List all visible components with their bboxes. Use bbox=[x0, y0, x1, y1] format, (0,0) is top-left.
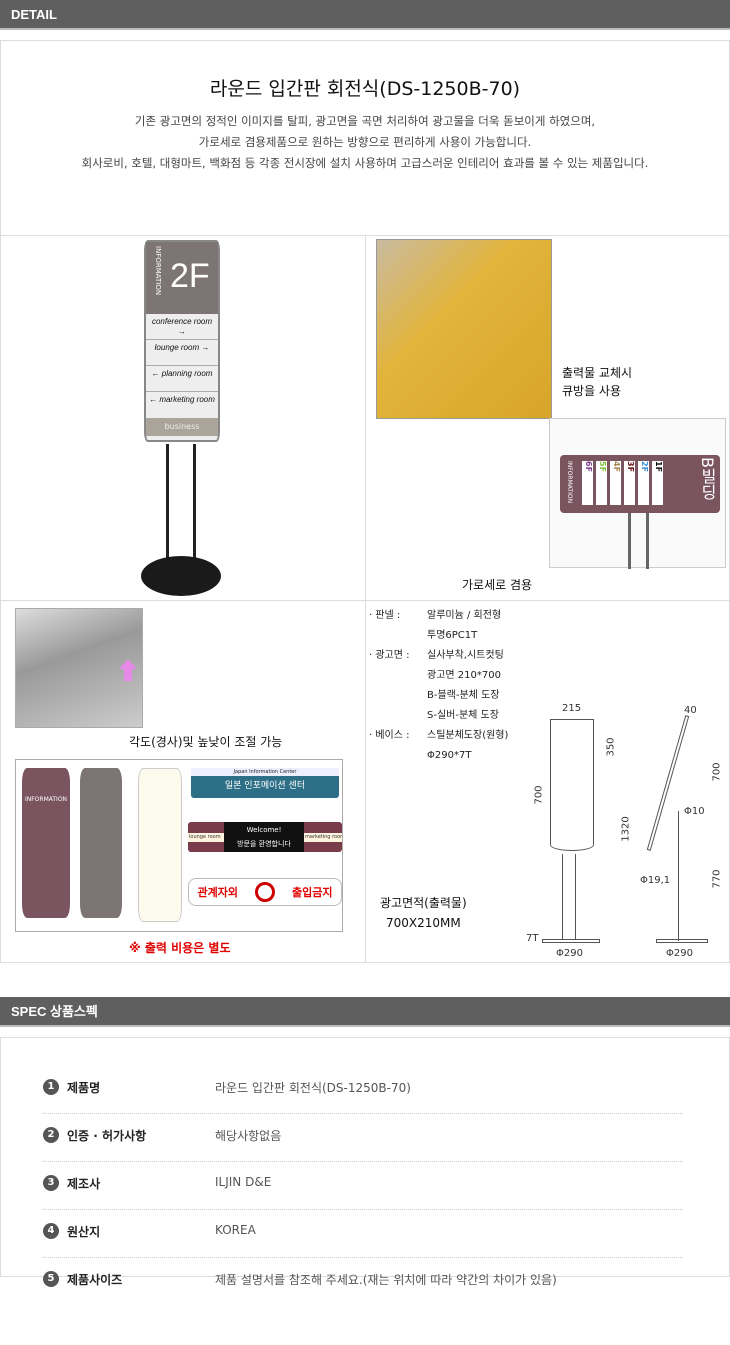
spec-row: 1 제품명 라운드 입간판 회전식(DS-1250B-70) bbox=[43, 1066, 683, 1114]
intro-line: 기존 광고면의 정적인 이미지를 탈피, 광고면을 곡면 처리하여 광고물을 더… bbox=[134, 114, 596, 128]
welcome-main: Welcome! bbox=[246, 826, 282, 834]
no-entry-left: 관계자외 bbox=[197, 886, 238, 899]
number-badge: 3 bbox=[43, 1175, 59, 1191]
spec-header: SPEC 상품스펙 bbox=[0, 997, 730, 1027]
spec-label: · 판넬 : bbox=[369, 610, 401, 621]
sign-room: ← marketing room bbox=[149, 395, 215, 404]
print-cost-note: ※ 출력 비용은 별도 bbox=[129, 941, 231, 955]
usage-image-cell: 출력물 교체시 큐방을 사용 INFORMATION 6F 5F 4F 3F 2… bbox=[365, 235, 730, 601]
spec-row-label: 원산지 bbox=[67, 1225, 101, 1239]
spec-line: B-블랙-분체 도장 bbox=[427, 690, 500, 701]
welcome-left: lounge room bbox=[188, 832, 224, 842]
spec-row-value: KOREA bbox=[215, 1223, 256, 1237]
h-sign-brand: B빌딩 bbox=[698, 457, 717, 500]
sign-room: lounge room → bbox=[146, 340, 218, 366]
example-floor-sign: INFORMATION bbox=[22, 768, 70, 918]
intro-line: 회사로비, 호텔, 대형마트, 백화점 등 각종 전시장에 설치 사용하며 고급… bbox=[81, 156, 649, 170]
ad-area-size: 700X210MM bbox=[385, 916, 461, 930]
stand-base bbox=[141, 556, 221, 596]
dim-lower: 770 bbox=[711, 869, 723, 889]
replace-photo bbox=[376, 239, 552, 419]
product-sign: INFORMATION 2F conference room → lounge … bbox=[144, 240, 220, 442]
orientation-caption: 가로세로 겸용 bbox=[462, 578, 533, 592]
product-title: 라운드 입간판 회전식(DS-1250B-70) bbox=[209, 78, 521, 100]
horizontal-photo: INFORMATION 6F 5F 4F 3F 2F 1F B빌딩 bbox=[549, 418, 726, 569]
number-badge: 1 bbox=[43, 1079, 59, 1095]
spec-row: 4 원산지 KOREA bbox=[43, 1210, 683, 1258]
h-sign-vertical: INFORMATION bbox=[566, 461, 573, 504]
japan-sign-main: 일본 인포메이션 센터 bbox=[224, 781, 306, 791]
spec-row-value: 해당사항없음 bbox=[215, 1129, 282, 1143]
spec-row-label: 제품사이즈 bbox=[67, 1273, 123, 1287]
intro-section: 라운드 입간판 회전식(DS-1250B-70) 기존 광고면의 정적인 이미지… bbox=[0, 40, 730, 236]
spec-drawing-cell: · 판넬 : 알루미늄 / 회전형 투명6PC1T · 광고면 : 실사부착,시트컷… bbox=[365, 600, 730, 963]
replace-caption: 출력물 교체시 큐방을 사용 bbox=[562, 366, 633, 398]
dim-total: 1320 bbox=[620, 816, 632, 842]
dim-depth: 40 bbox=[684, 705, 697, 716]
japan-sign-top: Japan Information Center bbox=[191, 768, 339, 776]
spec-table: 1 제품명 라운드 입간판 회전식(DS-1250B-70) 2 인증 · 허가사항 해… bbox=[0, 1037, 730, 1287]
spec-line: 광고면 210*700 bbox=[427, 670, 501, 681]
intro-description: 기존 광고면의 정적인 이미지를 탈피, 광고면을 곡면 처리하여 광고물을 더… bbox=[1, 111, 729, 174]
spec-row-value: 제품 설명서를 참조해 주세요.(재는 위치에 따라 약간의 차이가 있음) bbox=[215, 1273, 557, 1287]
product-image-cell: INFORMATION 2F conference room → lounge … bbox=[0, 235, 366, 601]
h-sign-floor: 2F bbox=[638, 461, 649, 505]
ad-area-title: 광고면적(출력물) bbox=[380, 896, 467, 910]
sign-vertical-text: INFORMATION bbox=[154, 246, 162, 296]
welcome-sub: 방문을 환영합니다 bbox=[237, 840, 291, 848]
spec-line: 투명6PC1T bbox=[427, 630, 478, 641]
number-badge: 2 bbox=[43, 1127, 59, 1143]
number-badge: 5 bbox=[43, 1271, 59, 1287]
dim-panel: 700 bbox=[533, 785, 545, 805]
dim-top: 350 bbox=[605, 737, 617, 757]
spec-line: S-실버-분체 도장 bbox=[427, 710, 499, 721]
features-cell: 각도(경사)및 높낮이 조절 가능 INFORMATION Japan Info… bbox=[0, 600, 366, 963]
no-entry-icon bbox=[254, 882, 275, 902]
dim-base-thick: 7T bbox=[526, 933, 539, 944]
h-sign-floor: 5F bbox=[596, 461, 607, 505]
h-sign-floor: 1F bbox=[652, 461, 663, 505]
spec-line: 알루미늄 / 회전형 bbox=[427, 610, 502, 621]
sign-floor: 2F bbox=[170, 257, 210, 295]
spec-label: · 베이스 : bbox=[369, 730, 410, 741]
up-arrow-icon bbox=[119, 659, 137, 669]
dim-width: 215 bbox=[562, 703, 582, 714]
spec-row: 2 인증 · 허가사항 해당사항없음 bbox=[43, 1114, 683, 1162]
dim-side-panel: 700 bbox=[711, 762, 723, 782]
stand-pole bbox=[166, 444, 169, 562]
no-entry-right: 출입금지 bbox=[291, 886, 333, 899]
detail-header: DETAIL bbox=[0, 0, 730, 30]
h-sign-floor: 6F bbox=[582, 461, 593, 505]
dim-base-front: Φ290 bbox=[556, 948, 583, 959]
spec-row: 5 제품사이즈 제품 설명서를 참조해 주세요.(재는 위치에 따라 약간의 차이가… bbox=[43, 1258, 683, 1306]
number-badge: 4 bbox=[43, 1223, 59, 1239]
spec-label: · 광고면 : bbox=[369, 650, 410, 661]
dim-pipe-small: Φ10 bbox=[684, 806, 705, 817]
spec-line: 실사부착,시트컷팅 bbox=[427, 650, 504, 661]
spec-row-label: 제품명 bbox=[67, 1081, 101, 1095]
spec-line: Φ290*7T bbox=[427, 750, 472, 761]
h-sign-floor: 3F bbox=[624, 461, 635, 505]
angle-caption: 각도(경사)및 높낮이 조절 가능 bbox=[129, 735, 283, 749]
examples-photo: INFORMATION Japan Information Center 일본 … bbox=[15, 759, 343, 932]
spec-line: 스틸분체도장(원형) bbox=[427, 730, 509, 741]
dim-base-side: Φ290 bbox=[666, 948, 693, 959]
h-sign-floor: 4F bbox=[610, 461, 621, 505]
spec-row-label: 제조사 bbox=[67, 1177, 101, 1191]
up-arrow-stem bbox=[124, 669, 132, 681]
welcome-right: marketing room bbox=[304, 832, 342, 842]
sign-room: ← planning room bbox=[146, 366, 218, 392]
spec-row: 3 제조사 ILJIN D&E bbox=[43, 1162, 683, 1210]
spec-row-value: 라운드 입간판 회전식(DS-1250B-70) bbox=[215, 1081, 411, 1095]
dim-pipe-large: Φ19,1 bbox=[640, 875, 671, 886]
spec-row-value: ILJIN D&E bbox=[215, 1175, 272, 1189]
spec-row-label: 인증 · 허가사항 bbox=[67, 1129, 147, 1143]
intro-line: 가로세로 겸용제품으로 원하는 방향으로 편리하게 사용이 가능합니다. bbox=[198, 135, 532, 149]
sign-room: conference room → bbox=[146, 314, 218, 340]
sign-footer: business bbox=[146, 418, 218, 436]
stand-pole bbox=[193, 444, 196, 562]
